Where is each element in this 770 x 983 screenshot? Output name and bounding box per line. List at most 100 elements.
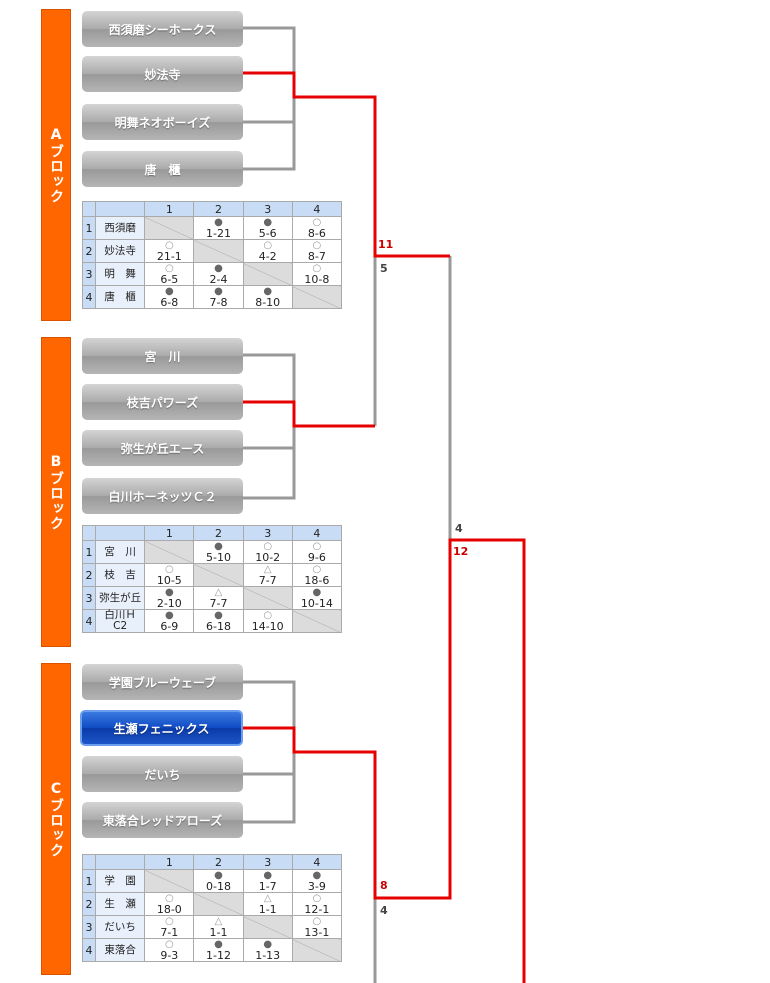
result-cell: ●6-8 <box>144 285 195 309</box>
result-mark: ● <box>214 285 223 297</box>
result-mark: ○ <box>312 563 322 575</box>
result-mark: ○ <box>312 262 322 274</box>
result-score: 10-2 <box>255 550 281 564</box>
row-team-name: 弥生が丘 <box>95 586 146 610</box>
result-mark: △ <box>263 892 272 904</box>
result-cell: ●6-9 <box>144 609 195 633</box>
result-cell: ○14-10 <box>242 609 293 633</box>
self-match-cell <box>291 609 343 633</box>
result-score: 2-10 <box>156 596 182 610</box>
team-button-selected[interactable]: 生瀬フェニックス <box>80 710 243 746</box>
result-score: 12-1 <box>304 902 330 916</box>
row-number: 4 <box>81 609 97 633</box>
column-header: 1 <box>144 201 195 217</box>
result-cell: ○13-1 <box>291 915 343 939</box>
result-score: 7-7 <box>209 596 228 610</box>
result-cell: △1-1 <box>242 892 293 916</box>
team-button[interactable]: 白川ホーネッツＣ２ <box>82 478 243 514</box>
result-score: 1-12 <box>206 948 231 962</box>
result-cell: ○4-2 <box>242 239 293 263</box>
row-team-name: 妙法寺 <box>95 239 146 263</box>
team-button[interactable]: 明舞ネオボーイズ <box>82 104 243 140</box>
team-button[interactable]: 西須磨シーホークス <box>82 11 243 47</box>
result-cell: △7-7 <box>193 586 244 610</box>
result-cell: ●1-13 <box>242 938 293 962</box>
result-score: 10-8 <box>304 272 330 286</box>
result-mark: ● <box>312 586 322 598</box>
self-match-cell <box>144 869 195 893</box>
result-score: 7-7 <box>258 573 277 587</box>
column-header: 1 <box>144 525 195 541</box>
team-button[interactable]: 宮 川 <box>82 338 243 374</box>
result-score: 14-10 <box>251 619 284 633</box>
result-score: 0-18 <box>206 879 231 893</box>
team-button[interactable]: だいち <box>82 756 243 792</box>
self-match-cell <box>242 915 293 939</box>
result-mark: ○ <box>164 892 174 904</box>
winner-line <box>243 400 375 428</box>
block-c-label: Cブロック <box>41 663 71 975</box>
result-mark: ○ <box>263 239 273 251</box>
row-number: 2 <box>81 563 97 587</box>
result-score: 7-8 <box>209 295 228 309</box>
result-mark: ○ <box>164 915 174 927</box>
result-cell: ○6-5 <box>144 262 195 286</box>
score-semi-winner: 12 <box>453 545 469 558</box>
row-team-name: 唐 櫃 <box>95 285 146 309</box>
result-score: 8-6 <box>307 226 326 240</box>
result-cell: ○18-6 <box>291 563 343 587</box>
result-cell: ○8-6 <box>291 216 343 240</box>
result-cell: ○12-1 <box>291 892 343 916</box>
team-button[interactable]: 妙法寺 <box>82 56 243 92</box>
result-mark: ○ <box>312 540 322 552</box>
team-button[interactable]: 学園ブルーウェーブ <box>82 664 243 700</box>
result-cell: ●6-18 <box>193 609 244 633</box>
row-number: 3 <box>81 915 97 939</box>
team-button[interactable]: 唐 櫃 <box>82 151 243 187</box>
bracket-line <box>243 353 296 500</box>
result-score: 6-9 <box>160 619 179 633</box>
result-mark: ● <box>312 869 322 881</box>
block-b-label: Bブロック <box>41 337 71 647</box>
self-match-cell <box>242 586 293 610</box>
team-button[interactable]: 枝吉パワーズ <box>82 384 243 420</box>
result-cell: ●10-14 <box>291 586 343 610</box>
header-corner <box>95 854 146 870</box>
result-mark: ● <box>164 285 174 297</box>
result-cell: ●7-8 <box>193 285 244 309</box>
result-mark: ○ <box>312 915 322 927</box>
result-cell: ○10-5 <box>144 563 195 587</box>
result-mark: ○ <box>164 239 174 251</box>
column-header: 3 <box>242 525 293 541</box>
self-match-cell <box>193 239 244 263</box>
winner-line <box>243 538 526 983</box>
result-score: 2-4 <box>209 272 228 286</box>
result-mark: ● <box>214 609 223 621</box>
row-number: 2 <box>81 239 97 263</box>
score-c-loser: 4 <box>380 904 388 917</box>
result-score: 3-9 <box>307 879 326 893</box>
result-mark: ● <box>214 540 223 552</box>
bracket-line <box>243 680 296 824</box>
result-cell: ○8-7 <box>291 239 343 263</box>
header-corner <box>81 201 97 217</box>
row-number: 1 <box>81 540 97 564</box>
team-button[interactable]: 弥生が丘エース <box>82 430 243 466</box>
result-cell: ●0-18 <box>193 869 244 893</box>
result-cell: ●1-7 <box>242 869 293 893</box>
self-match-cell <box>144 216 195 240</box>
team-button[interactable]: 東落合レッドアローズ <box>82 802 243 838</box>
row-team-name: 生 瀬 <box>95 892 146 916</box>
result-cell: ●3-9 <box>291 869 343 893</box>
result-cell: ○18-0 <box>144 892 195 916</box>
result-score: 18-0 <box>156 902 182 916</box>
result-mark: ● <box>263 216 273 228</box>
